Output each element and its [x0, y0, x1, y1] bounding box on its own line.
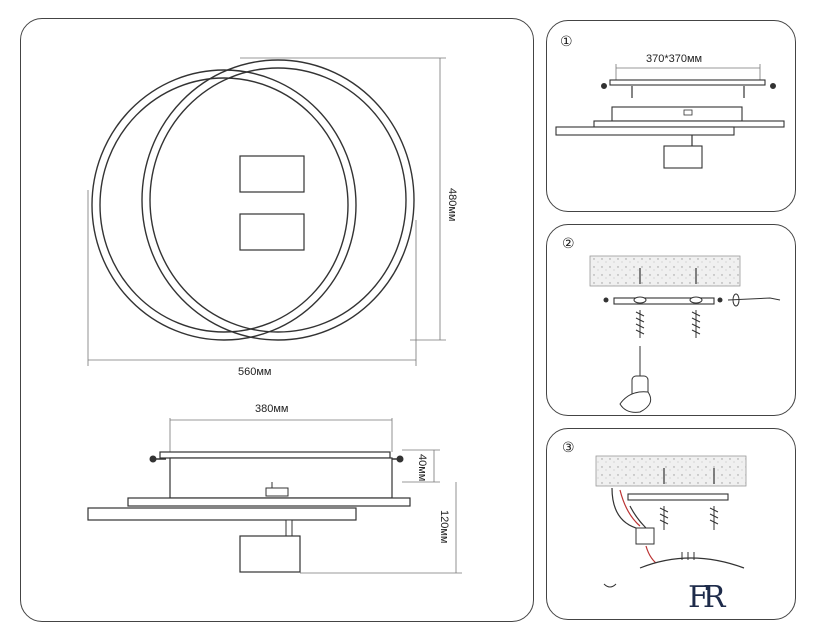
width-dimension-label: 560мм [238, 366, 272, 378]
brand-logo: FR [688, 580, 725, 615]
step-1-number: ① [560, 34, 573, 50]
upper-driver-box [239, 155, 305, 193]
left-ring [91, 69, 357, 341]
step-1-dimension-label: 370*370мм [646, 53, 703, 65]
right-ring [141, 59, 415, 341]
lower-driver-box [239, 213, 305, 251]
step-2-number: ② [562, 236, 575, 252]
step-2-panel [546, 224, 796, 416]
brand-logo-text: FR [688, 580, 725, 615]
step-3-ceiling [595, 455, 747, 487]
step-3-number: ③ [562, 440, 575, 456]
step-2-ceiling [589, 255, 741, 287]
plate-width-label: 380мм [255, 403, 289, 415]
